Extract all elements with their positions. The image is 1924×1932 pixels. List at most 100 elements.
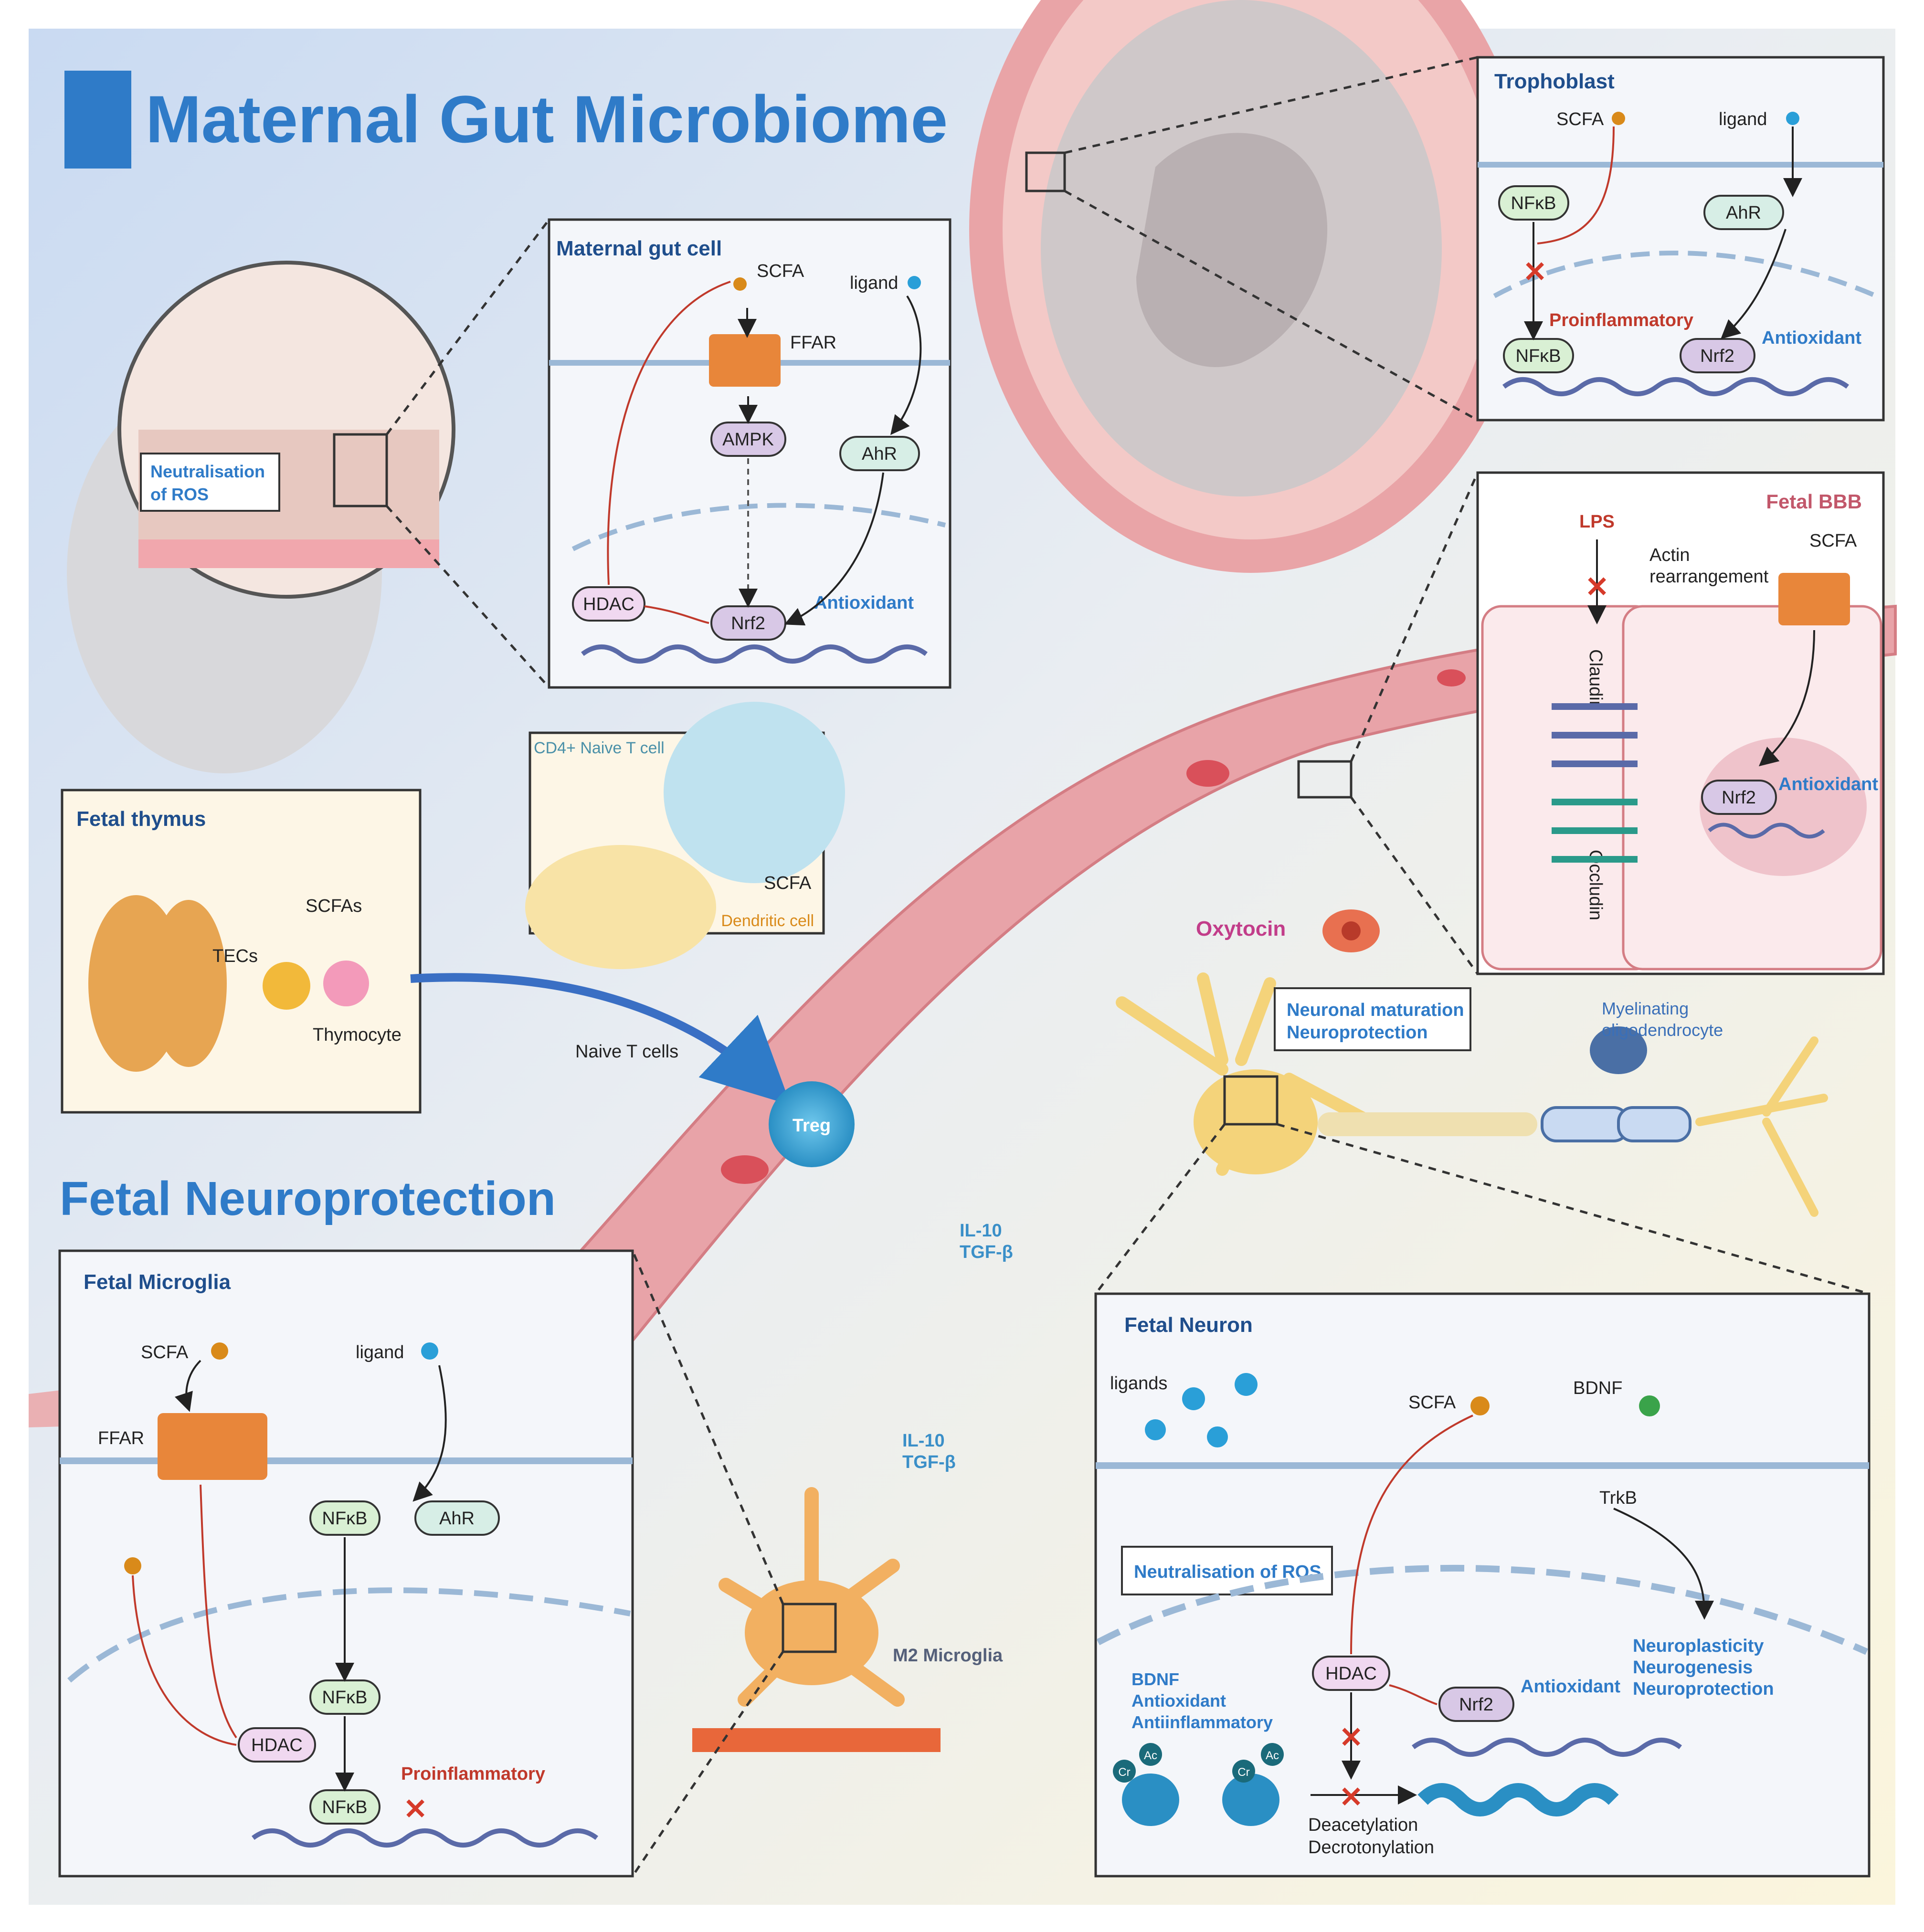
- cr-mark-1: [1113, 1760, 1136, 1783]
- myelin-label-2: oligodendrocyte: [1602, 1020, 1723, 1040]
- antiinflammatory-effect-label: Antiinflammatory: [1131, 1712, 1273, 1732]
- thymocyte-label: Thymocyte: [313, 1025, 402, 1045]
- hdac-node: [1312, 1656, 1390, 1691]
- heading-fetal-neuroprotection: Fetal Neuroprotection: [60, 1172, 556, 1225]
- lps-label: LPS: [1579, 512, 1615, 532]
- cr-label-1: Cr: [1118, 1766, 1130, 1779]
- scfa-label: SCFA: [1809, 531, 1857, 551]
- scfa-dot: [1470, 1396, 1490, 1415]
- treg-label: Treg: [793, 1116, 831, 1136]
- nfkb-label-3: NFκB: [322, 1797, 368, 1817]
- ros-label-2: of ROS: [150, 485, 209, 504]
- nfkb-label-1: NFκB: [1511, 193, 1556, 213]
- neuron-illustration: [1116, 972, 1828, 1217]
- ros-box: [1121, 1546, 1333, 1595]
- ahr-node: [414, 1500, 500, 1536]
- dna: [1502, 377, 1849, 396]
- tgfb-label: TGF-β: [960, 1242, 1013, 1262]
- neuroplasticity-label: Neuroplasticity: [1633, 1636, 1764, 1656]
- panel-fetal-thymus: Fetal thymus SCFAs TECs Thymocyte: [61, 789, 422, 1114]
- oxytocin-label: Oxytocin: [1196, 917, 1286, 940]
- tgfb-microglia-label: TGF-β: [902, 1452, 956, 1472]
- scfa-label: SCFA: [141, 1342, 189, 1362]
- ac-label-2: Ac: [1266, 1749, 1279, 1762]
- ligand-label: ligand: [1719, 109, 1767, 129]
- ligand-dot-1: [1182, 1387, 1205, 1410]
- bdnf-dot: [1639, 1395, 1660, 1416]
- ffar-receptor: [709, 334, 781, 387]
- t-cell: [664, 702, 845, 883]
- cr-mark-2: [1232, 1760, 1255, 1783]
- scfa-dot: [211, 1342, 228, 1360]
- ligand-dot-2: [1235, 1373, 1258, 1396]
- ahr-label: AhR: [862, 444, 897, 464]
- scfa-dot-2: [124, 1557, 141, 1574]
- bdnf-label: BDNF: [1573, 1378, 1622, 1398]
- heading-maternal-gut: Maternal Gut Microbiome: [146, 82, 948, 157]
- dna: [252, 1828, 598, 1848]
- ligand-dot-3: [1207, 1426, 1228, 1447]
- scfa-dot: [733, 277, 747, 291]
- antioxidant-label: Antioxidant: [1762, 328, 1861, 348]
- ac-label-1: Ac: [1144, 1749, 1157, 1762]
- decrotonylation-label: Decrotonylation: [1308, 1837, 1434, 1858]
- nrf2-label: Nrf2: [1722, 788, 1756, 808]
- nfkb-label-2: NFκB: [1516, 346, 1561, 366]
- microglia-zoom-box: [782, 1603, 837, 1653]
- claudin-label: Claudin: [1586, 649, 1606, 711]
- naive-t-arrow: [410, 973, 791, 1105]
- ffar-receptor: [158, 1413, 267, 1480]
- panel-title: Trophoblast: [1494, 70, 1615, 93]
- maturation-box: [1274, 987, 1471, 1051]
- naive-t-label: Naive T cells: [575, 1042, 678, 1062]
- panel-fetal-microglia: Fetal Microglia SCFA ligand FFAR NFκB Ah…: [58, 1249, 634, 1878]
- claudin-proteins: [1552, 703, 1638, 767]
- dna: [581, 644, 928, 664]
- ligand-dot: [908, 276, 921, 289]
- block-x-2: ✕: [1339, 1781, 1363, 1813]
- cd4-label: CD4+ Naive T cell: [534, 739, 665, 757]
- nrf2-node: [1438, 1687, 1514, 1722]
- dna: [1412, 1738, 1682, 1757]
- dendritic-label: Dendritic cell: [721, 912, 814, 930]
- m2-microglia-label: M2 Microglia: [893, 1646, 1003, 1666]
- nfkb-node-1: [309, 1500, 381, 1536]
- uterus-zoom-box: [1025, 151, 1066, 192]
- ahr-label: AhR: [1726, 203, 1761, 223]
- nfkb-label-2: NFκB: [322, 1688, 368, 1708]
- histone-1: [1122, 1774, 1179, 1826]
- panel-title: Fetal Microglia: [84, 1270, 231, 1294]
- hdac-label: HDAC: [1325, 1664, 1377, 1684]
- ahr-node: [1703, 195, 1784, 230]
- condensed-chromatin: [1417, 1783, 1619, 1816]
- il10-microglia-label: IL-10: [902, 1431, 945, 1451]
- neuroprotection-label: Neuroprotection: [1633, 1679, 1774, 1699]
- hdac-node: [238, 1727, 316, 1763]
- scfa-label: SCFA: [1408, 1393, 1456, 1413]
- proinflammatory-label: Proinflammatory: [1549, 310, 1693, 330]
- scfa-label: SCFA: [757, 261, 804, 281]
- antioxidant-label: Antioxidant: [814, 593, 914, 613]
- nrf2-label: Nrf2: [1459, 1695, 1493, 1715]
- ros-label: Neutralisation of ROS: [1134, 1562, 1321, 1582]
- bbb-zoom-box: [1297, 760, 1353, 799]
- scfa-label: SCFA: [764, 873, 812, 893]
- panel-maternal-gut-cell: Maternal gut cell SCFA ligand FFAR AMPK …: [548, 218, 951, 689]
- actin-label-1: Actin: [1649, 545, 1690, 565]
- panel-title: Maternal gut cell: [556, 237, 722, 260]
- gut-illustration: Neutralisation of ROS: [67, 261, 455, 773]
- deacetylation-label: Deacetylation: [1308, 1815, 1418, 1835]
- thymus-lobe-right: [150, 900, 227, 1067]
- ffar-receptor: [1778, 573, 1850, 625]
- scfa-dot: [1612, 112, 1625, 125]
- panel-fetal-bbb: Fetal BBB LPS Actin rearrangement SCFA C…: [1476, 471, 1885, 975]
- ligands-label: ligands: [1110, 1373, 1167, 1394]
- ros-label-1: Neutralisation: [150, 462, 265, 481]
- ac-mark-1: [1139, 1743, 1162, 1766]
- ampk-label: AMPK: [722, 430, 774, 450]
- antioxidant-label: Antioxidant: [1778, 774, 1878, 794]
- ros-label-box: [140, 453, 280, 512]
- nucleus: [1700, 738, 1867, 876]
